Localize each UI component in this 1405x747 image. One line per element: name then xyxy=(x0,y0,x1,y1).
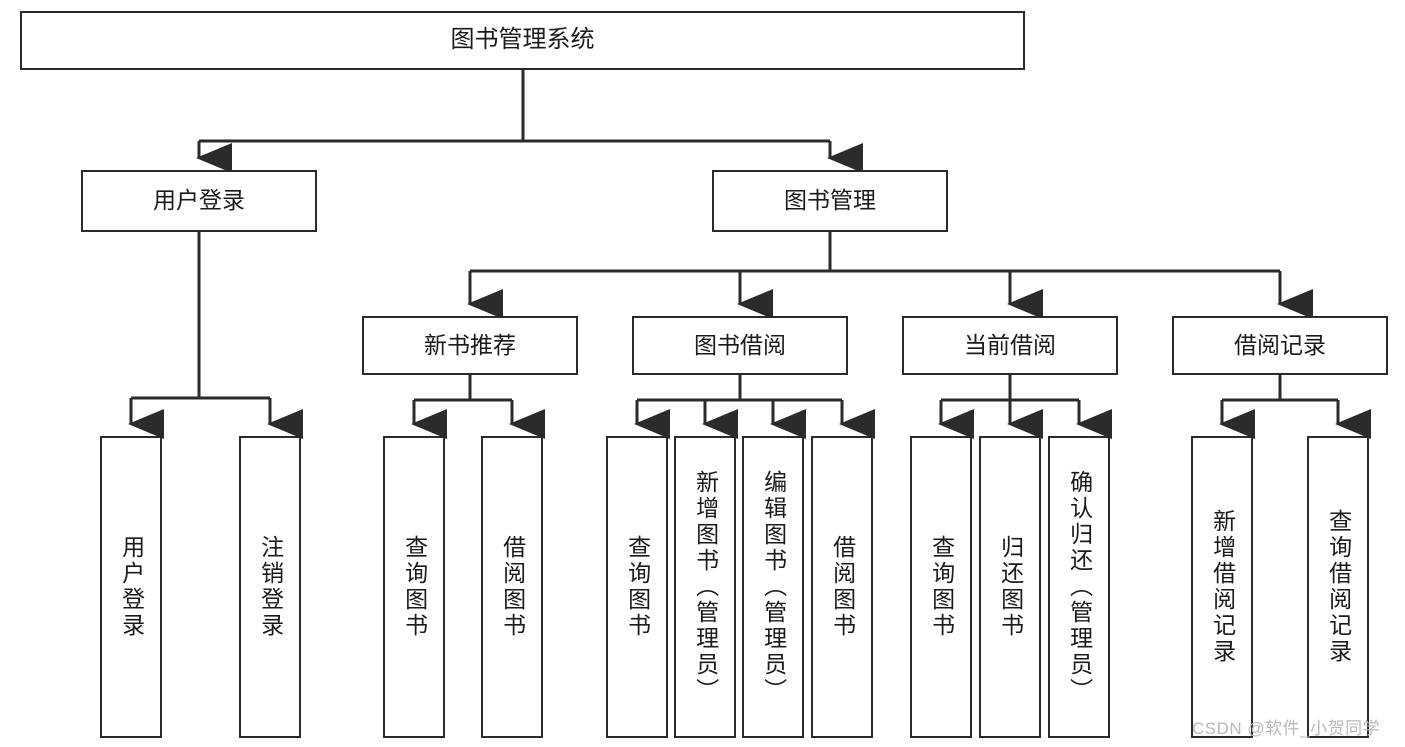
node-leaf-edit-book[interactable]: 编辑图书（管理员） xyxy=(742,436,804,738)
node-user-login[interactable]: 用户登录 xyxy=(81,170,317,232)
watermark: CSDN @软件_小贺同学 xyxy=(1192,719,1381,738)
node-label: 新增图书（管理员） xyxy=(692,470,719,704)
node-leaf-query-book-borrow[interactable]: 查询图书 xyxy=(606,436,668,738)
node-label: 当前借阅 xyxy=(964,331,1056,358)
node-root-book-management-system[interactable]: 图书管理系统 xyxy=(20,11,1025,70)
node-label: 归还图书 xyxy=(997,535,1024,639)
node-book-manage[interactable]: 图书管理 xyxy=(712,170,948,232)
node-label: 图书借阅 xyxy=(694,331,786,358)
node-label: 借阅图书 xyxy=(829,535,856,639)
node-label: 用户登录 xyxy=(153,187,245,214)
node-leaf-confirm-return[interactable]: 确认归还（管理员） xyxy=(1048,436,1110,738)
node-label: 借阅记录 xyxy=(1234,331,1326,358)
node-leaf-user-login[interactable]: 用户登录 xyxy=(100,436,162,738)
node-leaf-add-book[interactable]: 新增图书（管理员） xyxy=(674,436,736,738)
node-label: 确认归还（管理员） xyxy=(1066,470,1093,704)
node-label: 查询图书 xyxy=(624,535,651,639)
node-label: 图书管理 xyxy=(784,187,876,214)
node-label: 新增借阅记录 xyxy=(1209,509,1236,665)
node-book-borrow[interactable]: 图书借阅 xyxy=(632,316,848,375)
node-label: 新书推荐 xyxy=(424,331,516,358)
node-label: 查询图书 xyxy=(928,535,955,639)
node-borrow-record[interactable]: 借阅记录 xyxy=(1172,316,1388,375)
node-label: 借阅图书 xyxy=(499,535,526,639)
node-label: 注销登录 xyxy=(257,535,284,639)
node-label: 图书管理系统 xyxy=(450,26,595,54)
node-leaf-user-logout[interactable]: 注销登录 xyxy=(239,436,301,738)
node-label: 查询图书 xyxy=(401,535,428,639)
node-leaf-query-book-recommend[interactable]: 查询图书 xyxy=(383,436,445,738)
node-leaf-query-book-current[interactable]: 查询图书 xyxy=(910,436,972,738)
node-label: 用户登录 xyxy=(118,535,145,639)
node-leaf-return-book[interactable]: 归还图书 xyxy=(979,436,1041,738)
node-label: 查询借阅记录 xyxy=(1325,509,1352,665)
node-leaf-borrow-book[interactable]: 借阅图书 xyxy=(811,436,873,738)
node-current-borrow[interactable]: 当前借阅 xyxy=(902,316,1118,375)
node-leaf-query-borrow-record[interactable]: 查询借阅记录 xyxy=(1307,436,1369,738)
node-new-book-recommend[interactable]: 新书推荐 xyxy=(362,316,578,375)
node-leaf-borrow-book-recommend[interactable]: 借阅图书 xyxy=(481,436,543,738)
node-label: 编辑图书（管理员） xyxy=(760,470,787,704)
node-leaf-add-borrow-record[interactable]: 新增借阅记录 xyxy=(1191,436,1253,738)
